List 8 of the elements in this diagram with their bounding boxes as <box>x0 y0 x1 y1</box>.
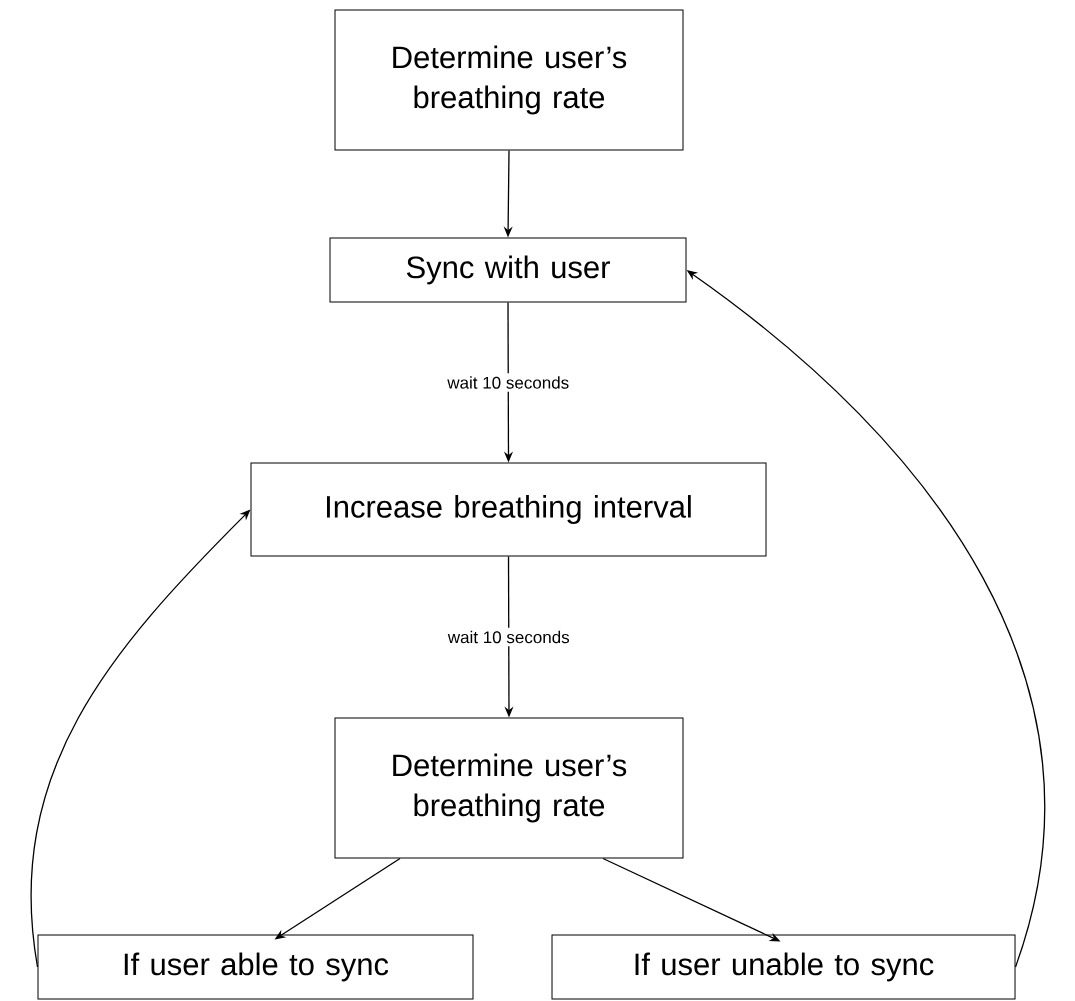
process-box: Sync with user <box>329 237 687 303</box>
process-box: Determine user’s breathing rate <box>334 9 684 151</box>
process-box: If user unable to sync <box>551 934 1016 1000</box>
process-box: If user able to sync <box>37 934 474 1000</box>
process-box: Determine user’s breathing rate <box>334 717 684 859</box>
process-box: Increase breathing interval <box>250 462 767 557</box>
edge-label: wait 10 seconds <box>447 376 569 389</box>
edge-label: wait 10 seconds <box>447 630 570 644</box>
